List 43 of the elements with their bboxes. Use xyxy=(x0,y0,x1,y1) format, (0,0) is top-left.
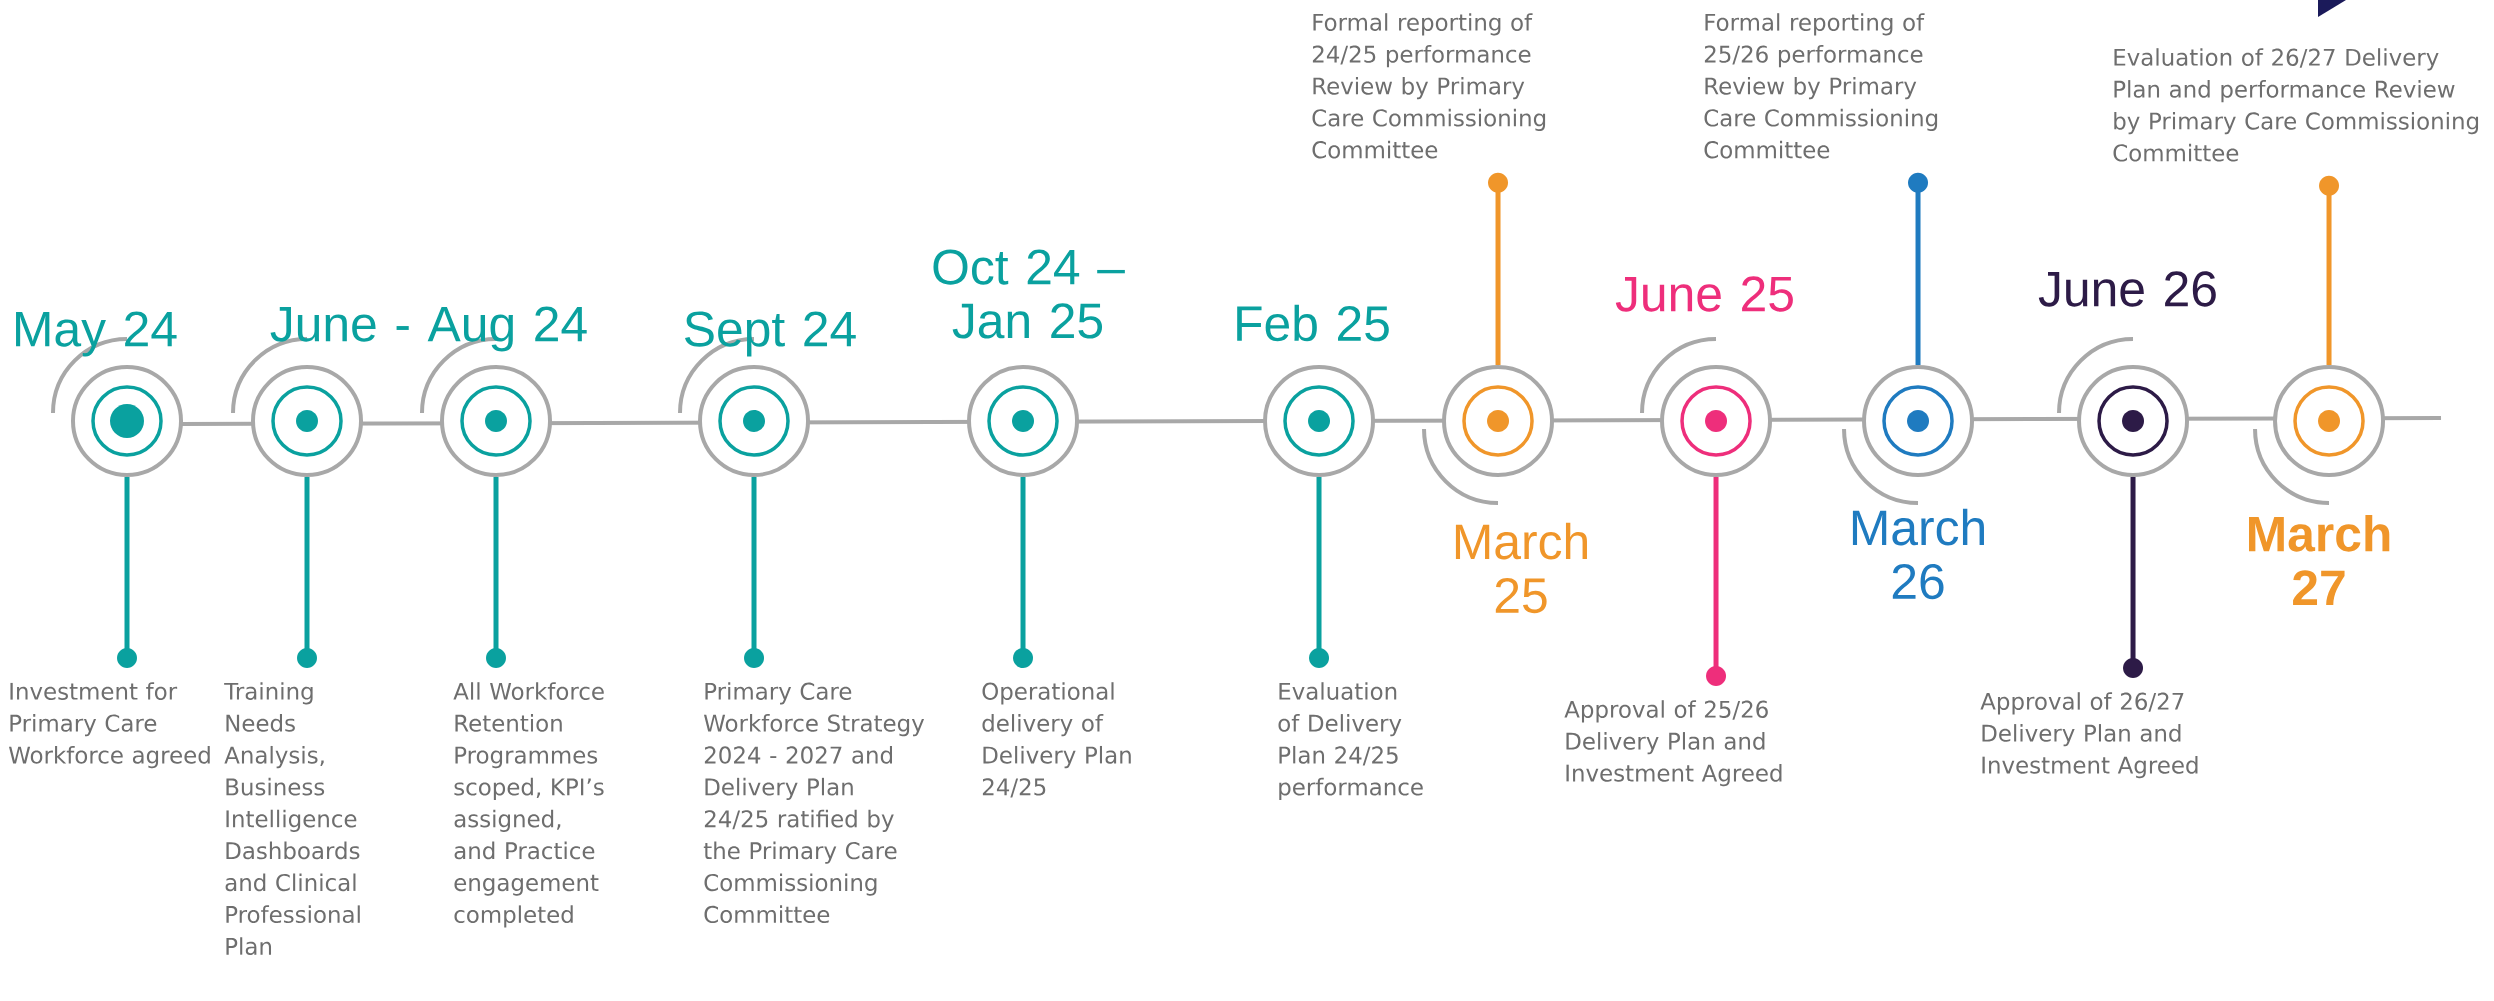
date-label: May 24 xyxy=(16,311,177,357)
date-label: June 26 xyxy=(2038,271,2216,307)
target-circle xyxy=(1660,365,1772,477)
target-circle xyxy=(1263,365,1375,477)
description-text: Primary Care Workforce Strategy 2024 - 2027 and Delivery Plan 24/25 ratified by the Primary Care Commissioning Committee xyxy=(703,682,925,924)
leader-line xyxy=(1908,172,1929,365)
date-label: March 26 xyxy=(1852,508,1984,600)
leader-line xyxy=(297,477,317,668)
leader-line xyxy=(486,477,506,668)
description-text: Investment for Primary Care Workforce agreed xyxy=(8,682,210,769)
target-circle xyxy=(1442,365,1554,477)
date-label: June 25 xyxy=(1615,276,1793,312)
description-text: Approval of 26/27 Delivery Plan and Investment Agreed xyxy=(1980,692,2198,779)
target-circle xyxy=(1862,365,1975,477)
date-label: Feb 25 xyxy=(1237,304,1389,342)
target-circle xyxy=(2077,365,2190,477)
description-text: All Workforce Retention Programmes scoped, KPI’s assigned, and Practice engagement completed xyxy=(453,682,604,928)
date-label: March 25 xyxy=(1455,522,1587,614)
leader-line xyxy=(1488,172,1508,365)
leader-line xyxy=(2319,175,2340,365)
description-text: Formal reporting of 25/26 performance Review by Primary Care Commissioning Committee xyxy=(1704,13,1938,159)
description-text: Formal reporting of 24/25 performance Review by Primary Care Commissioning Committee xyxy=(1312,13,1546,159)
target-circle xyxy=(2273,365,2386,477)
target-circle xyxy=(71,365,183,477)
target-circle xyxy=(251,365,363,477)
target-circle xyxy=(698,365,810,477)
target-circle xyxy=(440,365,552,477)
leader-line xyxy=(2123,477,2144,678)
leader-line xyxy=(117,477,137,668)
description-text: Training Needs Analysis, Business Intelligence Dashboards and Clinical Professional Plan xyxy=(224,682,360,955)
leader-line xyxy=(1309,477,1329,668)
date-label: Sept 24 xyxy=(685,311,856,357)
target-circle xyxy=(967,365,1079,477)
leader-line xyxy=(744,477,764,668)
description-text: Operational delivery of Delivery Plan 24/25 xyxy=(982,682,1131,798)
description-text: Evaluation of 26/27 Delivery Plan and performance Review by Primary Care Commissioning Committee xyxy=(2113,48,2479,162)
leader-line xyxy=(1706,477,1726,686)
description-text: Approval of 25/26 Delivery Plan and Investment Agreed xyxy=(1564,700,1782,787)
leader-line xyxy=(1013,477,1033,668)
date-label: March 27 xyxy=(2249,515,2390,605)
description-text: Evaluation of Delivery Plan 24/25 performance xyxy=(1278,682,1423,801)
date-label: June - Aug 24 xyxy=(270,306,587,352)
date-label: Oct 24 – Jan 25 xyxy=(933,249,1125,339)
